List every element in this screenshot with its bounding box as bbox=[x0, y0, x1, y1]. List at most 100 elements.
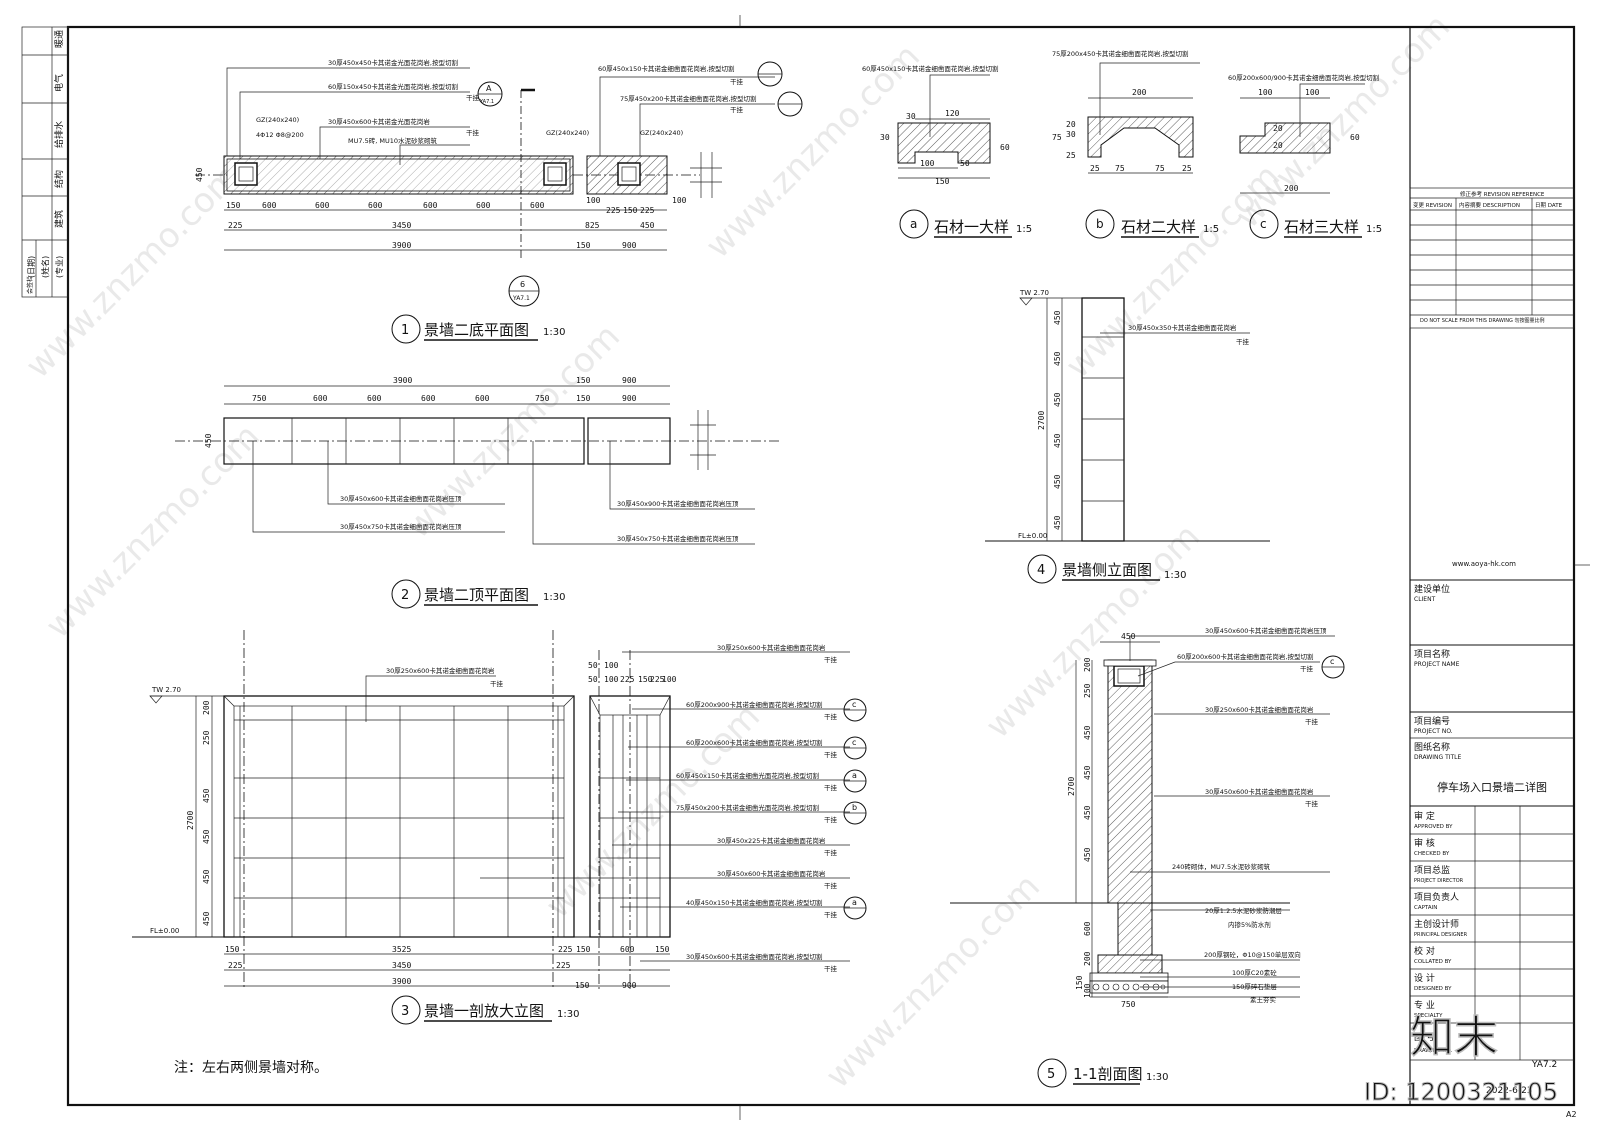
svg-text:200: 200 bbox=[1083, 657, 1092, 672]
svg-text:干挂: 干挂 bbox=[1236, 337, 1250, 346]
svg-text:2700: 2700 bbox=[1067, 777, 1076, 796]
view-5-section: 450 200 250 450 450 450 450 600 200 150 … bbox=[950, 626, 1345, 1088]
svg-text:450: 450 bbox=[1121, 632, 1136, 641]
view-number-badge bbox=[391, 579, 421, 609]
svg-text:30厚450x225卡其诺金细凿面花岗岩: 30厚450x225卡其诺金细凿面花岗岩 bbox=[717, 836, 826, 845]
svg-text:150: 150 bbox=[225, 945, 240, 954]
svg-text:450: 450 bbox=[202, 788, 211, 803]
svg-text:200: 200 bbox=[1083, 951, 1092, 966]
svg-text:120: 120 bbox=[945, 109, 960, 118]
svg-text:900: 900 bbox=[622, 376, 637, 385]
svg-text:MU7.5砖, MU10水泥砂浆砌筑: MU7.5砖, MU10水泥砂浆砌筑 bbox=[348, 136, 437, 145]
svg-text:DRAWING TITLE: DRAWING TITLE bbox=[1414, 754, 1462, 761]
svg-text:干挂: 干挂 bbox=[466, 128, 480, 137]
svg-text:75厚450x200卡其诺金细凿面花岗岩,按型切割: 75厚450x200卡其诺金细凿面花岗岩,按型切割 bbox=[620, 94, 757, 103]
svg-text:干挂: 干挂 bbox=[490, 679, 504, 688]
svg-text:3900: 3900 bbox=[392, 977, 411, 986]
svg-text:600: 600 bbox=[475, 394, 490, 403]
v5-notes: 30厚450x600卡其诺金细凿面花岗岩压顶 60厚200x600卡其诺金细凿面… bbox=[1129, 626, 1335, 1004]
svg-text:1:5: 1:5 bbox=[1366, 224, 1382, 235]
svg-text:专 业: 专 业 bbox=[1414, 999, 1435, 1011]
svg-text:60: 60 bbox=[1350, 133, 1360, 142]
svg-text:25: 25 bbox=[1182, 164, 1192, 173]
svg-text:图纸名称: 图纸名称 bbox=[1414, 741, 1450, 753]
svg-text:225: 225 bbox=[620, 675, 635, 684]
general-note: 注：左右两侧景墙对称。 bbox=[174, 1060, 328, 1076]
svg-text:60厚450x150卡其诺金细凿面花岗岩,按型切割: 60厚450x150卡其诺金细凿面花岗岩,按型切割 bbox=[862, 64, 999, 73]
svg-text:25: 25 bbox=[1066, 151, 1076, 160]
svg-text:450: 450 bbox=[1053, 433, 1062, 448]
svg-text:100: 100 bbox=[1258, 88, 1273, 97]
svg-text:600: 600 bbox=[368, 201, 383, 210]
svg-text:b: b bbox=[852, 803, 857, 812]
svg-text:干挂: 干挂 bbox=[824, 910, 838, 919]
view-4-side-elevation: TW 2.70 FL±0.00 450 450 450 450 450 450 … bbox=[985, 289, 1270, 584]
svg-text:2700: 2700 bbox=[186, 811, 195, 830]
svg-text:30厚450x600卡其诺金细凿面花岗岩: 30厚450x600卡其诺金细凿面花岗岩 bbox=[1205, 787, 1314, 796]
svg-text:4Φ12 Φ8@200: 4Φ12 Φ8@200 bbox=[256, 131, 304, 139]
svg-text:修正参考 REVISION REFERENCE: 修正参考 REVISION REFERENCE bbox=[1460, 190, 1545, 198]
svg-text:图 号: 图 号 bbox=[1414, 1032, 1435, 1043]
svg-text:干挂: 干挂 bbox=[1305, 717, 1319, 726]
watermark-text: www.znzmo.com bbox=[1228, 6, 1458, 236]
svg-text:100: 100 bbox=[672, 196, 687, 205]
svg-text:电气: 电气 bbox=[53, 74, 65, 92]
svg-text:200厚钢砼，Φ10@150单层双向: 200厚钢砼，Φ10@150单层双向 bbox=[1204, 950, 1301, 959]
svg-text:PRINCIPAL DESIGNER: PRINCIPAL DESIGNER bbox=[1414, 932, 1468, 938]
svg-text:450: 450 bbox=[1053, 392, 1062, 407]
svg-text:3900: 3900 bbox=[393, 376, 412, 385]
svg-text:a: a bbox=[852, 771, 857, 780]
svg-text:225: 225 bbox=[558, 945, 573, 954]
svg-text:60厚450x150卡其诺金细凿面花岗岩,按型切割: 60厚450x150卡其诺金细凿面花岗岩,按型切割 bbox=[598, 64, 735, 73]
svg-text:30厚450x600卡其诺金细凿面花岗岩: 30厚450x600卡其诺金细凿面花岗岩 bbox=[717, 869, 826, 878]
svg-text:1:5: 1:5 bbox=[1203, 224, 1219, 235]
svg-text:PROJECT NAME: PROJECT NAME bbox=[1414, 661, 1460, 668]
svg-text:60厚200x600卡其诺金细凿面花岗岩,按型切割: 60厚200x600卡其诺金细凿面花岗岩,按型切割 bbox=[686, 738, 823, 747]
svg-text:25: 25 bbox=[1090, 164, 1100, 173]
svg-text:225: 225 bbox=[556, 961, 571, 970]
countersign-box bbox=[21, 26, 69, 298]
svg-text:石材三大样: 石材三大样 bbox=[1284, 218, 1359, 236]
svg-text:450: 450 bbox=[1083, 725, 1092, 740]
svg-text:600: 600 bbox=[262, 201, 277, 210]
svg-text:225: 225 bbox=[228, 221, 243, 230]
svg-text:PROJECT NO.: PROJECT NO. bbox=[1414, 728, 1453, 735]
svg-text:会签栏: 会签栏 bbox=[26, 276, 34, 294]
watermark-text: www.znzmo.com bbox=[38, 416, 268, 646]
svg-text:干挂: 干挂 bbox=[730, 77, 744, 86]
svg-text:60厚200x600/900卡其诺金细凿面花岗岩,按型切割: 60厚200x600/900卡其诺金细凿面花岗岩,按型切割 bbox=[1228, 73, 1380, 82]
svg-text:30: 30 bbox=[1066, 130, 1076, 139]
svg-text:干挂: 干挂 bbox=[824, 783, 838, 792]
svg-text:100: 100 bbox=[586, 196, 601, 205]
svg-text:150: 150 bbox=[935, 177, 950, 186]
svg-text:30厚250x600卡其诺金细凿面花岗岩: 30厚250x600卡其诺金细凿面花岗岩 bbox=[717, 643, 826, 652]
svg-text:150厚碎石垫层: 150厚碎石垫层 bbox=[1232, 982, 1277, 991]
view-title: 景墙侧立面图 bbox=[1062, 561, 1152, 579]
drawing-title: 停车场入口景墙二详图 bbox=[1437, 780, 1547, 794]
svg-text:石材二大样: 石材二大样 bbox=[1121, 218, 1196, 236]
view-number-badge bbox=[1027, 554, 1057, 584]
website-text: www.aoya-hk.com bbox=[1452, 560, 1516, 568]
svg-text:1:5: 1:5 bbox=[1016, 224, 1032, 235]
svg-text:GZ(240x240): GZ(240x240) bbox=[546, 129, 589, 137]
svg-text:450: 450 bbox=[1083, 847, 1092, 862]
view-number-badge bbox=[391, 995, 421, 1025]
drawing-number: YA7.2 bbox=[1531, 1060, 1557, 1070]
svg-text:YA7.1: YA7.1 bbox=[512, 295, 530, 302]
svg-text:240砖砌体，MU7.5水泥砂浆砌筑: 240砖砌体，MU7.5水泥砂浆砌筑 bbox=[1172, 862, 1271, 871]
svg-text:60厚450x150卡其诺金细凿光面花岗岩,按型切割: 60厚450x150卡其诺金细凿光面花岗岩,按型切割 bbox=[676, 771, 819, 780]
svg-text:CHECKED BY: CHECKED BY bbox=[1414, 851, 1450, 857]
svg-text:a: a bbox=[852, 898, 857, 907]
v2-notes: 30厚450x600卡其诺金细凿面花岗岩压顶 30厚450x750卡其诺金细凿面… bbox=[340, 494, 739, 543]
svg-text:3525: 3525 bbox=[392, 945, 411, 954]
v1-notes: 30厚450x450卡其诺金光面花岗岩,按型切割 60厚150x450卡其诺金光… bbox=[256, 58, 757, 145]
svg-text:250: 250 bbox=[202, 730, 211, 745]
svg-text:YA7.1: YA7.1 bbox=[479, 99, 494, 105]
svg-text:FL±0.00: FL±0.00 bbox=[150, 927, 179, 935]
